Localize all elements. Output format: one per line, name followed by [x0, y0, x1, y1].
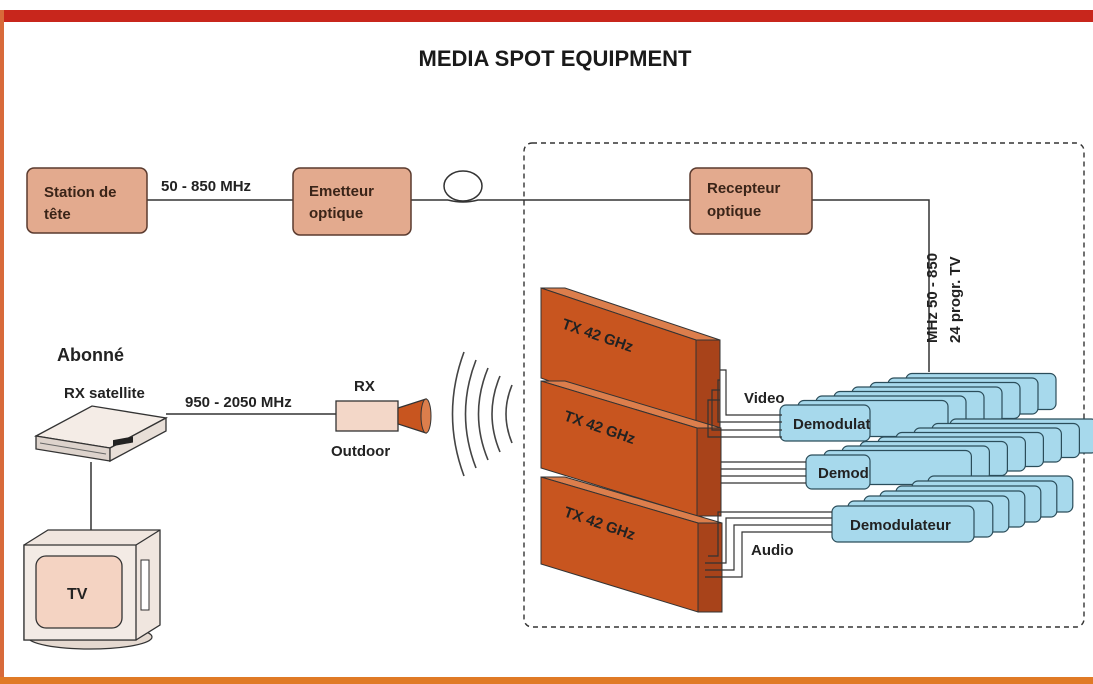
demodulator-stack-1: Demodulateur	[779, 372, 1057, 442]
emetteur-label-line2: optique	[309, 205, 363, 222]
station-label-line2: tête	[44, 206, 71, 223]
subscriber-heading: Abonné	[57, 345, 124, 365]
demodulator-stack-3: Demodulateur	[831, 475, 1074, 543]
bottom-bar	[0, 677, 1093, 684]
demodulator-front-card	[805, 454, 871, 490]
tv-icon: TV	[23, 529, 161, 650]
recepteur-label-line2: optique	[707, 203, 761, 220]
freq-vertical-label-2: 24 progr. TV	[947, 256, 964, 343]
satellite-receiver-icon	[33, 405, 169, 463]
demodulator-label-2: Demodulateur	[818, 465, 919, 482]
outdoor-label: Outdoor	[331, 443, 390, 460]
demodulator-stack-2: Demodulateur	[805, 418, 1093, 490]
demodulator-front-card	[779, 404, 871, 442]
video-label: Video	[744, 390, 785, 407]
emetteur-optique-box: Emetteur optique	[292, 167, 412, 236]
outdoor-rx-unit	[335, 398, 432, 434]
demodulator-label-1: Demodulateur	[793, 416, 894, 433]
page-title: MEDIA SPOT EQUIPMENT	[419, 46, 693, 71]
left-border	[0, 10, 4, 680]
demodulator-front-card	[831, 505, 975, 543]
station-label-line1: Station de	[44, 184, 117, 201]
fiber-line-right	[447, 199, 690, 203]
equipment-enclosure	[523, 142, 1085, 628]
freq-head-label: 50 - 850 MHz	[161, 178, 251, 195]
recepteur-label-line1: Recepteur	[707, 180, 781, 197]
freq-vertical-label-1: MHz 50 - 850	[924, 253, 941, 343]
signal-wires	[705, 369, 832, 578]
station-de-tete-box: Station de tête	[26, 167, 148, 234]
freq-sat-label: 950 - 2050 MHz	[185, 394, 292, 411]
tv-label: TV	[67, 586, 88, 603]
recepteur-optique-box: Recepteur optique	[689, 167, 813, 235]
radio-waves-icon	[451, 351, 513, 477]
top-bar	[0, 10, 1093, 22]
tx-block-3: TX 42 GHz	[540, 476, 723, 613]
fiber-coil-icon	[443, 170, 483, 202]
demodulator-label-3: Demodulateur	[850, 517, 951, 534]
audio-label: Audio	[751, 542, 794, 559]
rx-satellite-label: RX satellite	[64, 385, 145, 402]
link-recepteur-demod	[812, 199, 930, 372]
tx-block-1: TX 42 GHz	[540, 287, 721, 435]
emetteur-label-line1: Emetteur	[309, 183, 374, 200]
rx-label: RX	[354, 378, 375, 395]
